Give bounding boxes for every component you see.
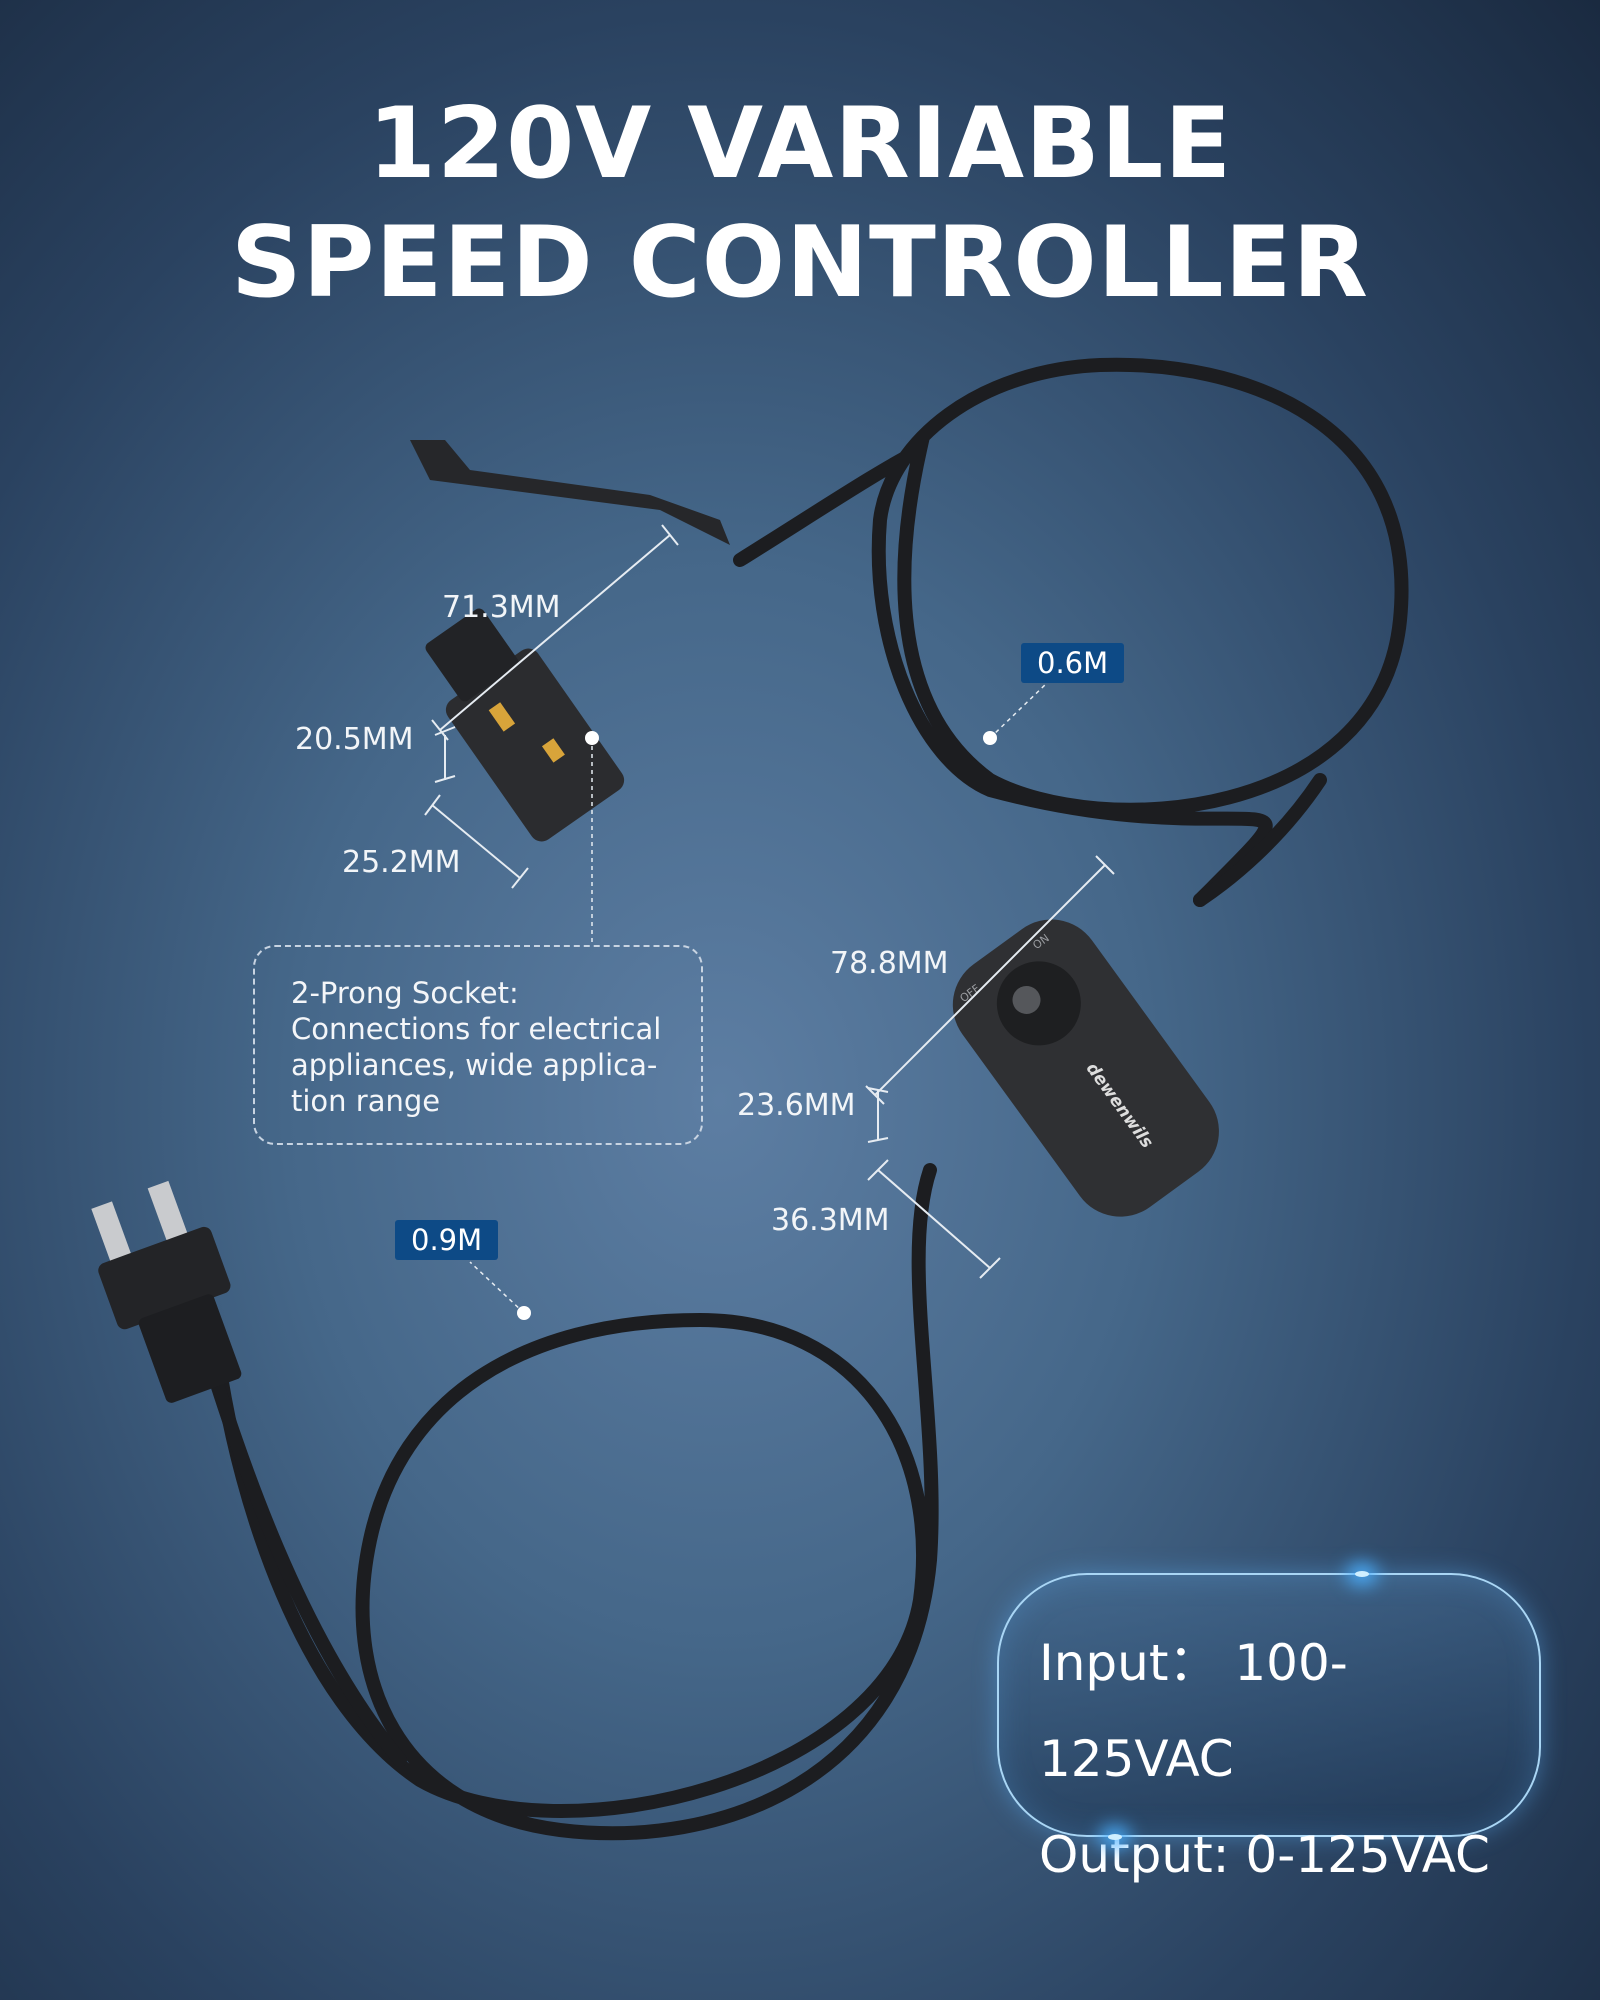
power-plug (91, 1180, 242, 1403)
socket-note: 2-Prong Socket: Connections for electric… (253, 945, 703, 1145)
socket-length-label: 71.3MM (442, 590, 561, 625)
socket-width-label: 25.2MM (342, 845, 461, 880)
controller-width-label: 36.3MM (771, 1203, 890, 1238)
socket-note-line: 2-Prong Socket: (291, 976, 519, 1010)
controller-height-label: 23.6MM (737, 1088, 856, 1123)
lower-cable-length-badge: 0.9M (395, 1220, 499, 1260)
speed-controller: ON OFF dewenwils (952, 919, 1219, 1217)
upper-cable-length-badge: 0.6M (1021, 643, 1125, 683)
lower-cable (213, 1163, 939, 1841)
socket-note-line: Connections for electrical (291, 1012, 662, 1046)
socket-note-line: tion range (291, 1084, 441, 1118)
output-spec: Output: 0-125VAC (1039, 1826, 1490, 1884)
socket-note-line: appliances, wide applica- (291, 1048, 658, 1082)
spec-box: Input： 100-125VAC Output: 0-125VAC (997, 1573, 1541, 1884)
upper-cable (733, 357, 1409, 907)
socket-height-label: 20.5MM (295, 722, 414, 757)
input-spec: Input： 100-125VAC (1039, 1634, 1348, 1788)
controller-length-label: 78.8MM (830, 946, 949, 981)
glow-accent (1108, 1834, 1122, 1840)
glow-accent (1355, 1571, 1369, 1577)
socket-body (425, 608, 625, 842)
title-line-2: SPEED CONTROLLER (231, 206, 1369, 320)
socket-clip (410, 440, 730, 545)
title-line-1: 120V VARIABLE (367, 87, 1233, 201)
